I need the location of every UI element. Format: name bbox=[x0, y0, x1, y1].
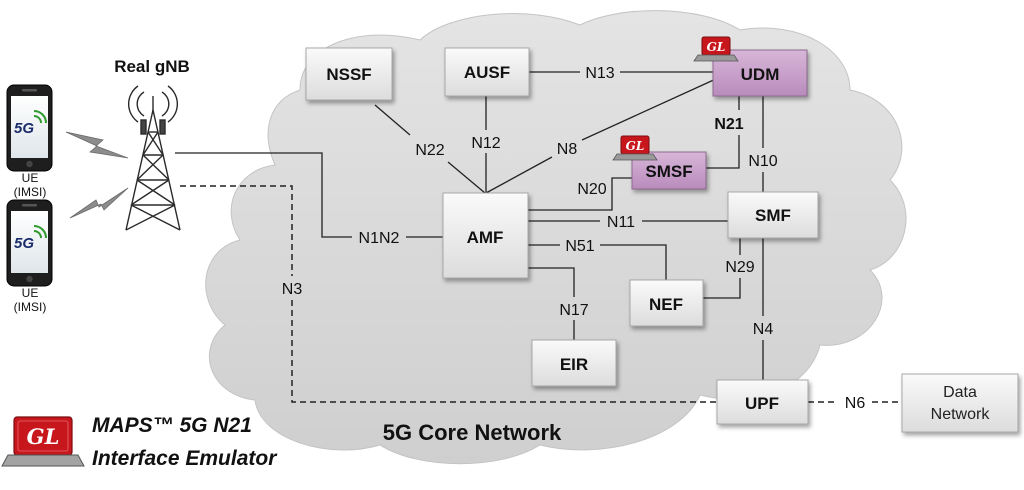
ue-label-line2: (IMSI) bbox=[14, 185, 47, 199]
node-data-network-line1: Data bbox=[943, 384, 977, 401]
gl-laptop-icon: GL bbox=[612, 135, 658, 161]
gl-logo-text: GL bbox=[27, 424, 60, 449]
label-n10: N10 bbox=[748, 153, 777, 170]
gl-laptop-icon: GL bbox=[693, 36, 739, 62]
label-n8: N8 bbox=[557, 141, 578, 158]
ue-label-line1: UE bbox=[22, 171, 39, 185]
label-n1n2: N1N2 bbox=[359, 230, 400, 247]
tower-icon bbox=[125, 85, 181, 231]
link-amf-smsf bbox=[528, 177, 632, 211]
link-gnb-upf bbox=[180, 185, 293, 276]
link-amf-eir bbox=[528, 267, 575, 297]
link-smf-nef-2 bbox=[703, 278, 741, 299]
wireless-link-icon bbox=[69, 187, 129, 219]
gl-logo-icon: GL bbox=[1, 416, 85, 467]
link-udm-smsf-2 bbox=[706, 135, 740, 169]
link-nssf-amf-2 bbox=[447, 161, 486, 194]
link-amf-udm-2 bbox=[581, 77, 719, 141]
label-n13: N13 bbox=[585, 65, 614, 82]
node-smf-label: SMF bbox=[755, 206, 791, 225]
node-data-network-line2: Network bbox=[931, 406, 991, 423]
label-n51: N51 bbox=[565, 238, 594, 255]
label-n21: N21 bbox=[714, 116, 743, 133]
node-ausf-label: AUSF bbox=[464, 63, 510, 82]
node-nssf-label: NSSF bbox=[326, 65, 371, 84]
link-amf-nef-2 bbox=[600, 244, 667, 280]
title-line2: Interface Emulator bbox=[92, 447, 278, 470]
node-nef bbox=[629, 279, 704, 327]
label-n29: N29 bbox=[725, 259, 754, 276]
node-data-network bbox=[901, 373, 1019, 433]
label-n20: N20 bbox=[577, 181, 606, 198]
node-nef-label: NEF bbox=[649, 295, 683, 314]
ue-label-line1: UE bbox=[22, 286, 39, 300]
link-nssf-amf bbox=[374, 104, 411, 136]
gnb-label: Real gNB bbox=[114, 57, 190, 76]
label-n4: N4 bbox=[753, 321, 774, 338]
gl-logo-text: GL bbox=[707, 40, 726, 54]
node-amf-label: AMF bbox=[467, 228, 504, 247]
node-eir-label: EIR bbox=[560, 355, 588, 374]
node-nssf bbox=[305, 47, 393, 101]
node-eir bbox=[531, 339, 617, 387]
node-upf bbox=[716, 379, 809, 425]
link-gnb-upf-2 bbox=[291, 300, 717, 403]
node-amf bbox=[442, 192, 529, 279]
label-n12: N12 bbox=[471, 135, 500, 152]
title-line1: MAPS™ 5G N21 bbox=[92, 414, 252, 437]
link-amf-udm bbox=[485, 156, 553, 194]
label-n3: N3 bbox=[282, 281, 303, 298]
node-udm-label: UDM bbox=[741, 65, 780, 84]
node-smsf-label: SMSF bbox=[645, 162, 692, 181]
node-smf bbox=[727, 191, 819, 239]
gl-logo-text: GL bbox=[626, 139, 645, 153]
core-network-label: 5G Core Network bbox=[383, 420, 562, 445]
label-n17: N17 bbox=[559, 302, 588, 319]
label-n11: N11 bbox=[607, 214, 635, 231]
link-gnb-amf bbox=[175, 152, 352, 238]
ue-label-line2: (IMSI) bbox=[14, 300, 47, 314]
label-n6: N6 bbox=[845, 395, 866, 412]
node-ausf bbox=[444, 47, 530, 97]
wireless-link-icon bbox=[65, 131, 129, 159]
ue-phone-icon: 5G bbox=[6, 199, 53, 287]
core-network-cloud bbox=[205, 10, 907, 465]
ue-5g-badge: 5G bbox=[14, 120, 34, 137]
node-upf-label: UPF bbox=[745, 394, 779, 413]
ue-5g-badge: 5G bbox=[14, 235, 34, 252]
label-n22: N22 bbox=[415, 142, 444, 159]
ue-phone-icon: 5G bbox=[6, 84, 53, 172]
